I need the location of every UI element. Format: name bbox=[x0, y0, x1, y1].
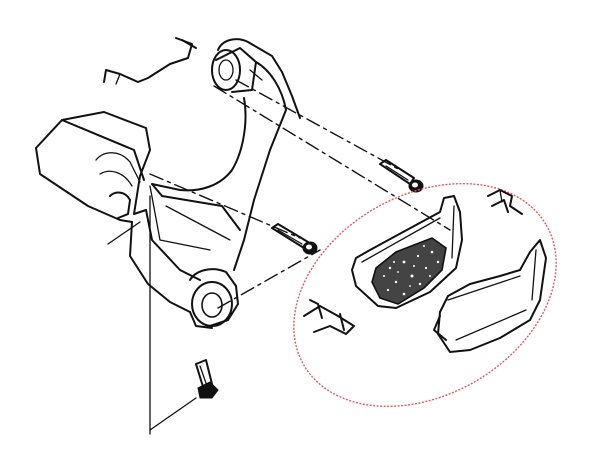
leader-lines bbox=[107, 195, 197, 435]
pad-clip-top bbox=[487, 189, 523, 215]
mounting-bolt bbox=[195, 359, 219, 399]
anti-rattle-spring bbox=[103, 37, 197, 85]
pad-retaining-bolt-upper bbox=[379, 159, 424, 193]
assembly-axes bbox=[149, 79, 451, 309]
pad-clip-bottom bbox=[303, 299, 355, 335]
pad-retaining-bolt-lower bbox=[271, 223, 318, 255]
pad-highlight-ellipse bbox=[293, 182, 557, 408]
outer-brake-pad bbox=[433, 239, 547, 353]
inner-brake-pad bbox=[351, 195, 463, 309]
caliper-bracket bbox=[35, 38, 301, 329]
